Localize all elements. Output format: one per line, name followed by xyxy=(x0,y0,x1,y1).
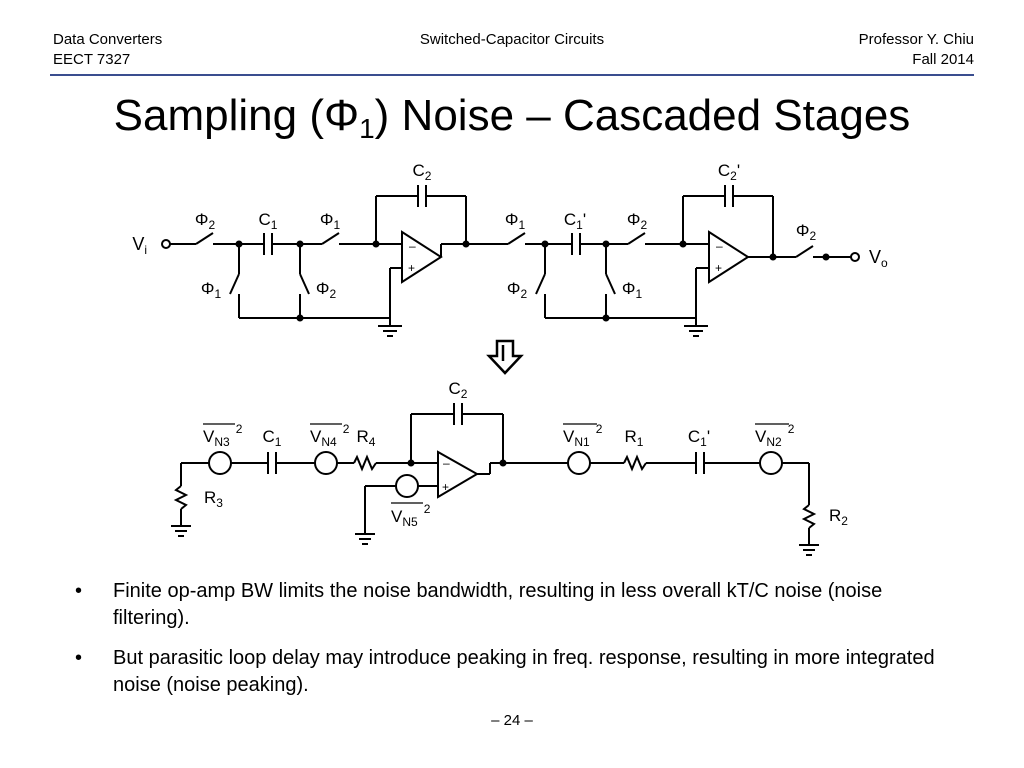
label-phi1-gnd-b: Φ1 xyxy=(622,279,643,301)
resistor-r2 xyxy=(801,504,817,529)
label-phi2-b: Φ2 xyxy=(627,210,648,232)
opamp-1 xyxy=(401,230,443,284)
label-phi2-in: Φ2 xyxy=(195,210,216,232)
label-r4: R4 xyxy=(357,427,376,449)
vo-label: Vo xyxy=(869,247,888,270)
switch-phi1-gnd xyxy=(229,273,240,295)
label-c1p-model: C1' xyxy=(688,427,710,449)
bullet-dot: • xyxy=(75,580,83,602)
switch-phi2-gnd-b xyxy=(535,273,546,295)
switch-phi2-gnd xyxy=(299,273,310,295)
bullet-text: But parasitic loop delay may introduce p… xyxy=(113,647,935,696)
title-main: Sampling (Φ xyxy=(113,91,360,140)
noise-model-circuit: VN32 C1 VN42 R4 C2 – + VN52 R3 VN12 R1 C… xyxy=(171,379,848,556)
opamp2-plus: + xyxy=(715,261,722,275)
opamp1-plus: + xyxy=(408,261,415,275)
resistor-r3 xyxy=(173,485,189,510)
vo-terminal xyxy=(850,252,860,262)
resistor-r4 xyxy=(353,454,377,472)
header-left: Data Converters EECT 7327 xyxy=(53,30,162,70)
header-topic: Switched-Capacitor Circuits xyxy=(419,31,605,48)
slide-title: Sampling (Φ1) Noise – Cascaded Stages xyxy=(0,88,1024,157)
label-vn5: VN52 xyxy=(391,502,431,529)
opamp-model xyxy=(437,450,480,499)
circuit-diagram: Vi Φ2 C1 Φ1 Φ1 Φ2 C2 – + Φ1 C1' Φ2 Φ2 Φ1… xyxy=(132,161,888,556)
vi-terminal xyxy=(161,239,171,249)
noise-source-vn1 xyxy=(567,451,591,475)
switch-phi2-b xyxy=(627,232,646,245)
opamp-model-plus: + xyxy=(442,480,449,494)
opamp-model-minus: – xyxy=(443,456,450,470)
label-c1-model: C1 xyxy=(263,427,282,449)
switch-phi1-b xyxy=(507,232,526,245)
label-phi2-gnd: Φ2 xyxy=(316,279,337,301)
noise-source-vn3 xyxy=(208,451,232,475)
bullet-text: Finite op-amp BW limits the noise bandwi… xyxy=(113,580,883,629)
switch-phi2-out xyxy=(795,245,814,258)
label-r2: R2 xyxy=(829,506,848,528)
label-vn2: VN22 xyxy=(755,422,795,449)
label-vn3: VN32 xyxy=(203,422,243,449)
bullet-dot: • xyxy=(75,647,83,669)
switch-phi1-a xyxy=(321,232,340,245)
vi-label: Vi xyxy=(132,234,147,257)
course-name: Data Converters xyxy=(53,31,163,48)
noise-source-vn4 xyxy=(314,451,338,475)
label-phi2-gnd-b: Φ2 xyxy=(507,279,528,301)
title-sub: 1 xyxy=(359,113,375,144)
label-c2: C2 xyxy=(413,161,432,183)
noise-source-vn5 xyxy=(395,474,419,498)
label-vn4: VN42 xyxy=(310,422,350,449)
label-c2p: C2' xyxy=(718,161,740,183)
label-phi1-a: Φ1 xyxy=(320,210,341,232)
header-right: Professor Y. Chiu Fall 2014 xyxy=(859,30,974,70)
label-r3: R3 xyxy=(204,488,223,510)
down-arrow-icon xyxy=(486,339,524,375)
label-c1: C1 xyxy=(259,210,278,232)
header-divider xyxy=(50,74,974,76)
opamp2-minus: – xyxy=(716,239,723,253)
switch-phi2-in xyxy=(195,232,214,245)
course-code: EECT 7327 xyxy=(53,51,131,68)
label-c1p: C1' xyxy=(564,210,586,232)
opamp1-minus: – xyxy=(409,239,416,253)
label-phi1-gnd: Φ1 xyxy=(201,279,222,301)
label-c2-model: C2 xyxy=(449,379,468,401)
resistor-r1 xyxy=(623,454,647,472)
noise-source-vn2 xyxy=(759,451,783,475)
title-rest: ) Noise – Cascaded Stages xyxy=(374,91,911,140)
label-phi2-out: Φ2 xyxy=(796,221,817,243)
opamp-2 xyxy=(708,230,750,284)
label-phi1-b: Φ1 xyxy=(505,210,526,232)
top-circuit: Vi Φ2 C1 Φ1 Φ1 Φ2 C2 – + Φ1 C1' Φ2 Φ2 Φ1… xyxy=(132,161,888,337)
page-number: – 24 – xyxy=(491,712,533,729)
label-vn1: VN12 xyxy=(563,422,603,449)
professor-name: Professor Y. Chiu xyxy=(858,31,974,48)
switch-phi1-gnd-b xyxy=(605,273,616,295)
term: Fall 2014 xyxy=(912,51,974,68)
label-r1: R1 xyxy=(625,427,644,449)
